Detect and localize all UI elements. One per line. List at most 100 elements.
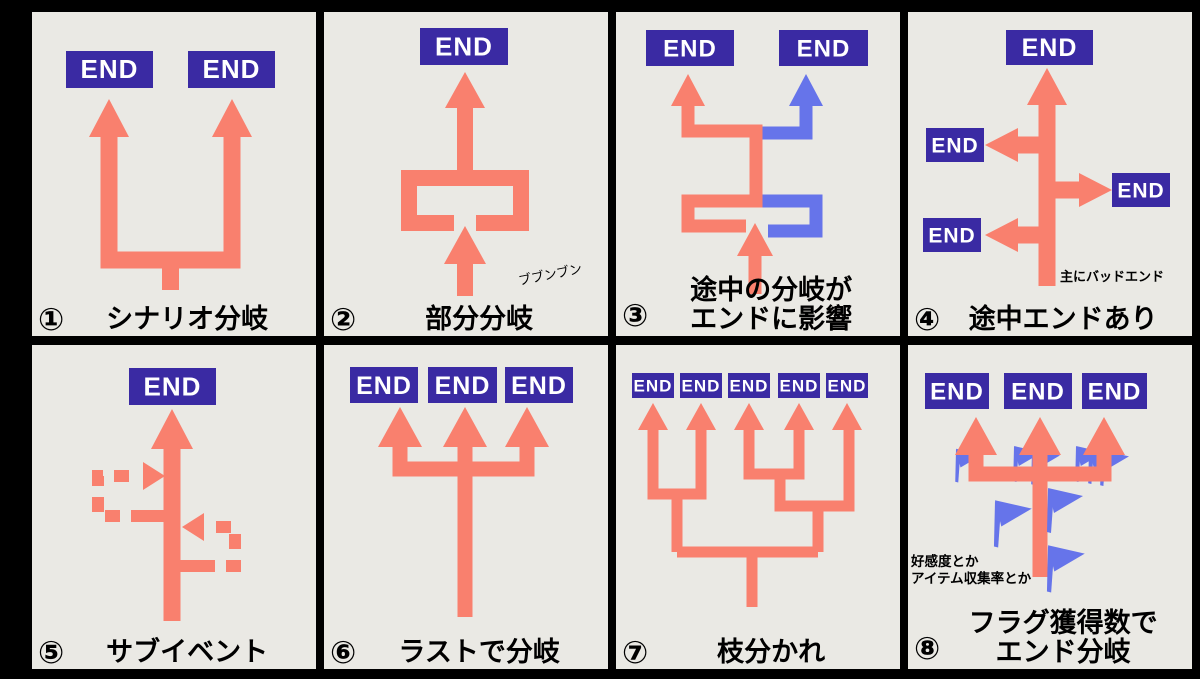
end-box: [1112, 173, 1170, 207]
end-label: END: [435, 32, 493, 62]
arrowhead-icon: [737, 223, 773, 256]
arrowhead-icon: [832, 403, 862, 430]
panel-number: ②: [330, 302, 357, 336]
panel-7-tree-branching: END END END END END ⑦ 枝分かれ: [616, 345, 900, 669]
end-box: [428, 367, 497, 403]
panel-4-diagram: END END END END: [923, 30, 1170, 286]
flow-line: [681, 100, 763, 233]
arrowhead-icon: [784, 403, 814, 430]
panel-3-diagram: END END: [646, 30, 868, 294]
panel-title-line2: エンド分岐: [995, 637, 1131, 668]
flow-line-dashed: [92, 470, 146, 522]
arrowhead-icon: [444, 226, 486, 264]
panel-note: 主にバッドエンド: [1060, 269, 1165, 284]
end-box: [779, 30, 868, 66]
end-box: [680, 373, 722, 398]
end-label: END: [1011, 378, 1065, 405]
end-label: END: [780, 377, 819, 396]
arrowhead-icon: [182, 513, 204, 541]
flow-line-blue: [756, 100, 813, 140]
arrowhead-icon: [671, 74, 705, 106]
panel-1-scenario-branch: END END ① シナリオ分岐: [32, 12, 316, 336]
arrowhead-icon: [212, 99, 252, 137]
end-label: END: [511, 372, 567, 400]
arrowhead-icon: [789, 74, 823, 106]
end-box: [420, 28, 508, 65]
panel-caption: ④ 途中エンドあり: [914, 304, 1184, 335]
panel-8-flag-count-branch: END END END: [908, 345, 1192, 669]
panel-title-line1: フラグ獲得数で: [968, 607, 1158, 638]
end-label: END: [81, 54, 139, 84]
arrowhead-icon: [734, 403, 764, 430]
arrowhead-icon: [955, 417, 997, 455]
panel-title: サブイベント: [106, 636, 269, 667]
panel-7-diagram: END END END END END: [632, 373, 868, 607]
panel-number: ⑦: [622, 635, 649, 669]
end-box: [646, 30, 734, 66]
end-label: END: [203, 54, 261, 84]
end-box: [1006, 30, 1093, 65]
flow-line: [743, 425, 805, 480]
panel-title: 枝分かれ: [717, 636, 826, 667]
panel-note-line2: アイテム収集率とか: [911, 570, 1032, 586]
panel-5-diagram: END: [92, 368, 241, 621]
arrowhead-icon: [686, 403, 716, 430]
panel-number: ⑥: [330, 635, 357, 669]
end-label: END: [931, 135, 978, 158]
panel-caption: ① シナリオ分岐: [38, 304, 308, 335]
panel-caption: ⑧ フラグ獲得数で エンド分岐: [914, 607, 1184, 668]
arrowhead-icon: [443, 407, 487, 447]
end-box: [188, 51, 275, 88]
end-label: END: [663, 36, 717, 63]
end-box: [350, 367, 418, 403]
arrowhead-icon: [1019, 417, 1061, 455]
panel-title: 部分分岐: [425, 303, 534, 334]
panel-title-line2: エンドに影響: [690, 304, 853, 335]
arrowhead-icon: [378, 407, 422, 447]
panel-caption: ③ 途中の分岐が エンドに影響: [622, 274, 892, 335]
panel-2-diagram: END: [401, 28, 529, 296]
arrowhead-icon: [445, 72, 485, 108]
panel-1-diagram: END END: [66, 51, 275, 290]
end-label: END: [1088, 378, 1142, 405]
arrowhead-icon: [89, 99, 129, 137]
panel-6-branch-at-last: END END END ⑥ ラストで分岐: [324, 345, 608, 669]
panel-caption: ⑦ 枝分かれ: [622, 637, 892, 668]
end-label: END: [435, 372, 491, 400]
panel-title-line1: 途中の分岐が: [690, 274, 853, 305]
flag-icon: [993, 500, 1032, 548]
panel-number: ⑤: [38, 635, 65, 669]
flow-line: [100, 131, 241, 269]
end-label: END: [930, 378, 984, 405]
arrowhead-icon: [1083, 417, 1125, 455]
end-label: END: [682, 377, 721, 396]
flow-line-dashed: [200, 521, 241, 572]
end-box: [728, 373, 770, 398]
arrowhead-icon: [505, 407, 549, 447]
flow-line: [465, 170, 529, 231]
panel-caption: ⑥ ラストで分岐: [330, 637, 600, 668]
panel-4-midway-ends: END END END END 主にバッドエンド ④ 途中エンドあり: [908, 12, 1192, 336]
end-label: END: [828, 377, 867, 396]
end-box: [1004, 373, 1072, 409]
end-label: END: [634, 377, 673, 396]
arrowhead-icon: [1079, 173, 1112, 207]
panel-caption: ⑤ サブイベント: [38, 637, 308, 668]
end-box: [925, 373, 989, 409]
end-box: [926, 128, 984, 162]
end-box: [923, 218, 981, 252]
end-label: END: [797, 36, 851, 63]
flow-line-blue: [756, 194, 823, 238]
panel-note-line1: 好感度とか: [911, 554, 979, 569]
panel-title: 途中エンドあり: [968, 303, 1158, 334]
end-box: [129, 368, 216, 405]
panel-number: ⑧: [914, 631, 941, 666]
panel-2-partial-branch: END ブブンブン ② 部分分岐: [324, 12, 608, 336]
end-label: END: [928, 225, 975, 248]
arrowhead-icon: [638, 403, 668, 430]
panel-caption: ② 部分分岐: [330, 304, 600, 335]
panel-title: ラストで分岐: [398, 636, 560, 667]
flow-line: [774, 425, 855, 512]
end-box: [1082, 373, 1147, 409]
